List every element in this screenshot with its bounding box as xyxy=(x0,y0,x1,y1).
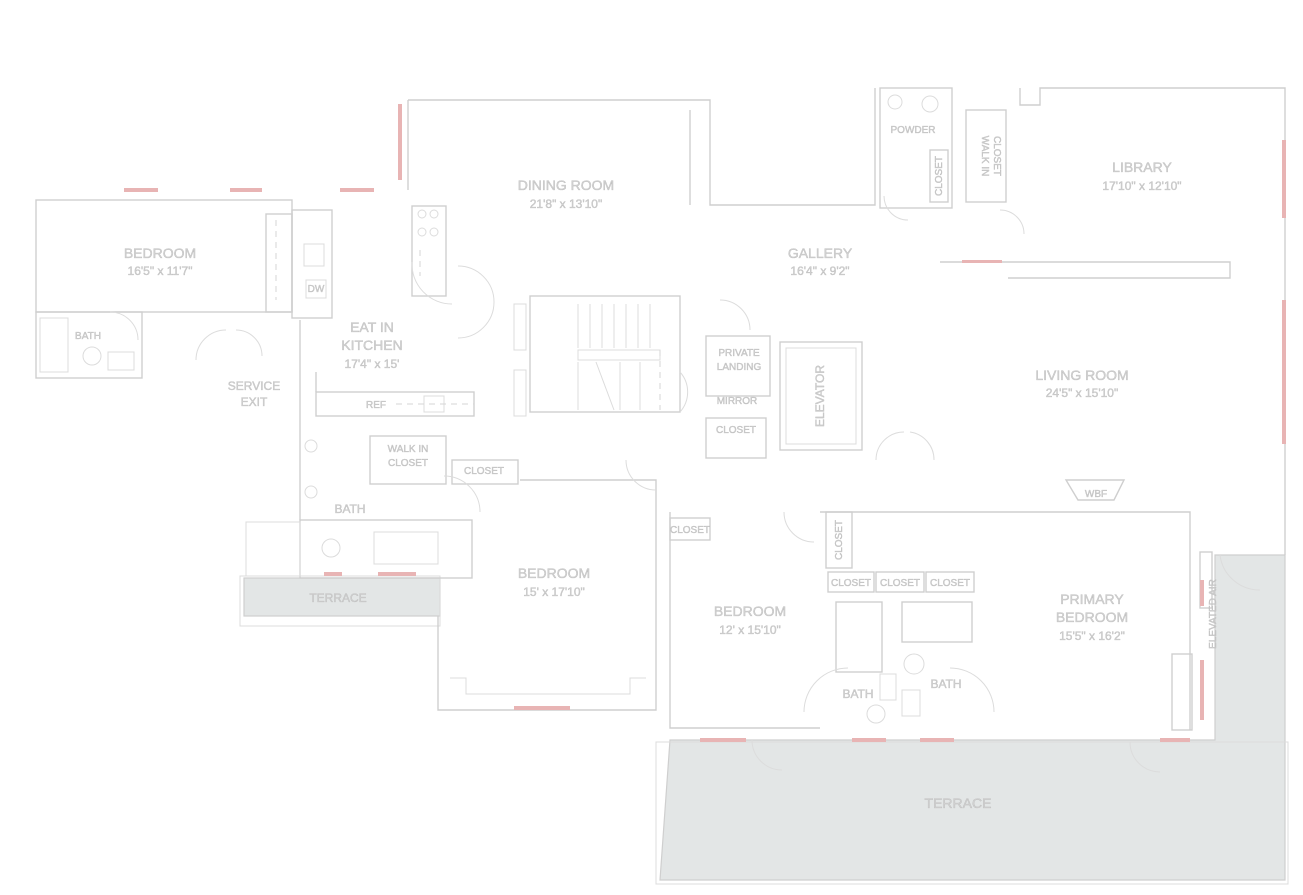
label-bedroom-east-dims: 12' x 15'10" xyxy=(719,623,781,637)
label-primary-dims: 15'5" x 16'2" xyxy=(1059,629,1125,643)
primary-suite-walls xyxy=(803,479,1261,773)
center-bath-walls xyxy=(245,435,519,579)
bedroom-center-walls xyxy=(437,459,657,711)
label-ref: REF xyxy=(366,400,386,411)
powder-walls xyxy=(879,87,1025,235)
label-primary-2: BEDROOM xyxy=(1056,609,1128,625)
stair-core xyxy=(513,295,689,417)
label-service-exit-1: SERVICE xyxy=(228,379,280,393)
terrace-large-rail xyxy=(655,741,1289,885)
label-kitchen-1: EAT IN xyxy=(350,319,394,335)
label-terrace-small: TERRACE xyxy=(309,591,366,605)
label-elevated-air: ELEVATED AIR xyxy=(1208,579,1219,649)
label-bedroom-east: BEDROOM xyxy=(714,603,786,619)
label-bath-center: BATH xyxy=(334,502,365,516)
label-closet-row-1: CLOSET xyxy=(831,578,871,589)
windows xyxy=(124,104,1286,742)
label-living: LIVING ROOM xyxy=(1035,367,1128,383)
label-closet-ne: CLOSET xyxy=(934,156,945,196)
label-bedroom-west: BEDROOM xyxy=(124,245,196,261)
label-dw: DW xyxy=(308,284,325,295)
label-closet-hall: CLOSET xyxy=(464,466,504,477)
label-closet-vertical: CLOSET xyxy=(834,520,845,560)
label-bath-west: BATH xyxy=(75,331,101,342)
label-bedroom-west-dims: 16'5" x 11'7" xyxy=(128,264,193,278)
label-service-exit-2: EXIT xyxy=(241,395,268,409)
label-closet-row-3: CLOSET xyxy=(930,578,970,589)
label-private-landing-2: LANDING xyxy=(717,362,762,373)
label-terrace-large: TERRACE xyxy=(925,795,992,811)
label-bath-primary-b: BATH xyxy=(930,677,961,691)
landing-walls xyxy=(705,299,935,461)
label-bath-primary-a: BATH xyxy=(842,687,873,701)
label-walk-in-ne-1: WALK IN xyxy=(979,136,990,177)
label-wbf: WBF xyxy=(1085,489,1107,500)
label-kitchen-2: KITCHEN xyxy=(341,337,402,353)
label-library: LIBRARY xyxy=(1112,159,1172,175)
label-bedroom-center-dims: 15' x 17'10" xyxy=(523,585,585,599)
bedroom-east-walls xyxy=(669,511,820,771)
label-mirror: MIRROR xyxy=(717,396,758,407)
label-living-dims: 24'5" x 15'10" xyxy=(1046,386,1119,400)
label-closet-row-2: CLOSET xyxy=(880,578,920,589)
corridor-dashes xyxy=(275,220,661,410)
label-elevator: ELEVATOR xyxy=(813,365,827,427)
label-powder: POWDER xyxy=(891,125,936,136)
label-dining-dims: 21'8" x 13'10" xyxy=(530,197,603,211)
label-kitchen-dims: 17'4" x 15' xyxy=(345,357,400,371)
label-closet-landing: CLOSET xyxy=(716,425,756,436)
label-walk-in-kitchen-2: CLOSET xyxy=(388,458,428,469)
label-gallery: GALLERY xyxy=(788,245,853,261)
label-primary-1: PRIMARY xyxy=(1060,591,1124,607)
label-bedroom-center: BEDROOM xyxy=(518,565,590,581)
label-dining: DINING ROOM xyxy=(518,177,614,193)
label-walk-in-ne-2: CLOSET xyxy=(991,136,1002,176)
bedroom-west-walls xyxy=(35,199,293,379)
label-closet-small: CLOSET xyxy=(670,525,710,536)
label-private-landing-1: PRIVATE xyxy=(718,348,760,359)
label-library-dims: 17'10" x 12'10" xyxy=(1102,179,1181,193)
label-gallery-dims: 16'4" x 9'2" xyxy=(790,264,849,278)
label-walk-in-kitchen-1: WALK IN xyxy=(388,444,429,455)
